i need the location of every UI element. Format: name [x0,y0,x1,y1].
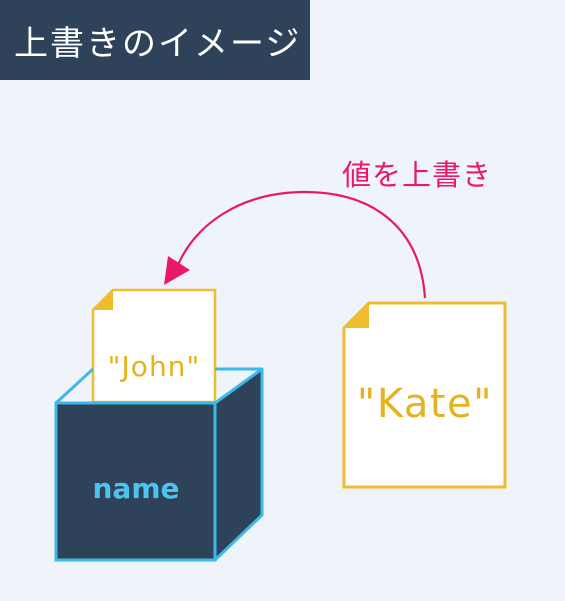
variable-box: name [54,367,264,562]
box-left-top-edge [54,367,95,405]
arrow-curve [176,190,427,299]
old-value-text: "John" [108,350,201,383]
new-value-card: "Kate" [342,301,507,489]
old-value-card: "John" [91,288,217,404]
arrow-head [164,256,190,285]
box-front-face [54,401,217,562]
new-value-text: "Kate" [357,381,493,427]
folded-corner-icon [344,303,369,328]
header-bar: 上書きのイメージ [0,0,310,80]
folded-corner-icon [93,290,113,310]
box-side-face [213,367,264,562]
page-title: 上書きのイメージ [14,23,302,64]
variable-name-label: name [93,472,180,505]
curved-arrow-icon [164,190,427,299]
arrow-label: 値を上書き [342,158,492,192]
